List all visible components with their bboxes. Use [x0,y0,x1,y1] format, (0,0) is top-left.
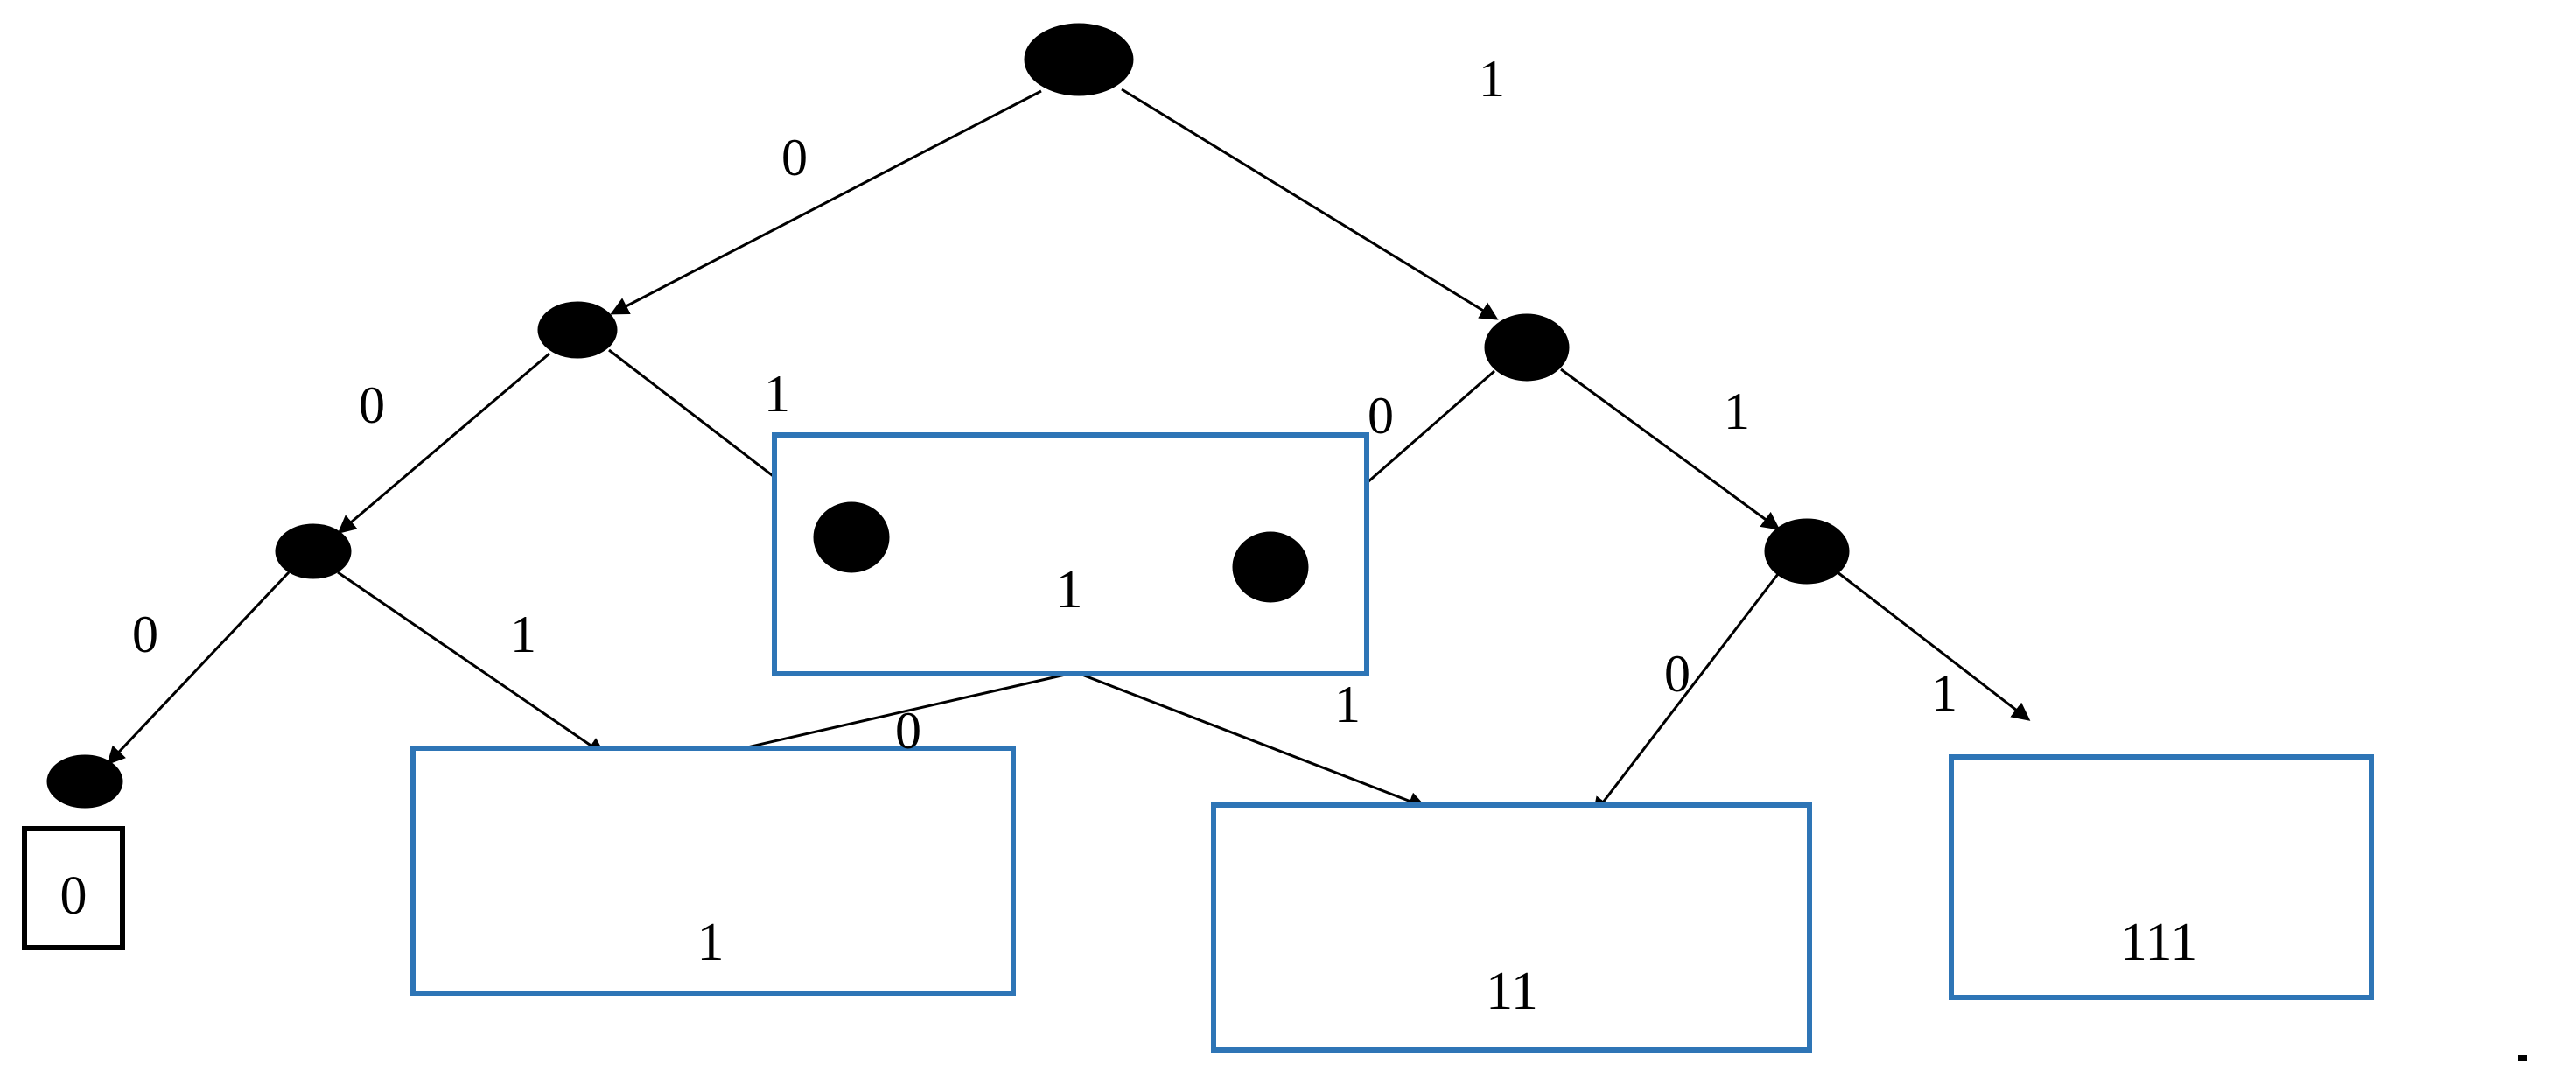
root-node[interactable] [1024,23,1134,96]
box-word-11[interactable] [1211,802,1812,1053]
edge-node11-to-box-111 [1837,571,2031,721]
node-11[interactable] [1764,518,1850,585]
node-01-in-box[interactable] [813,501,890,573]
edge-node1-to-node-10-label: 0 [1368,387,1394,445]
edge-node1-to-node-11-label: 1 [1724,382,1750,440]
nodes-layer [46,23,1850,809]
box-word-1-top-label: 1 [1056,560,1083,620]
box-word-1-label: 1 [697,913,724,972]
edge-node00-to-node-000-label: 0 [132,606,158,663]
box-word-111[interactable] [1949,754,2374,1000]
edge-root-to-node-0 [610,89,1042,315]
node-000-leaf[interactable] [46,754,123,809]
edge-root-to-node-1 [1121,88,1499,320]
node-1[interactable] [1484,313,1570,382]
edge-node0-to-node-01-label: 1 [764,365,790,423]
edge-node11-to-box-11 [1592,573,1780,816]
edge-box1top-to-box-1-label: 0 [895,702,921,760]
box-word-0-label: 0 [60,866,88,926]
edge-box1top-to-box-11 [1079,672,1427,810]
box-word-11-label: 11 [1486,962,1538,1021]
edges-layer [106,88,2031,816]
edge-root-to-node-1-label: 1 [1479,50,1505,108]
edge-node0-to-node-00 [337,352,550,534]
edge-box1top-to-box-11-label: 1 [1334,676,1361,733]
edge-node0-to-node-00-label: 0 [359,376,385,434]
boxes-layer [22,432,2374,1053]
node-00[interactable] [275,523,352,579]
page-corner-mark [2518,1055,2527,1061]
box-word-111-label: 111 [2120,913,2197,972]
edge-node00-to-node-000 [106,571,290,766]
edge-root-to-node-0-label: 0 [781,129,808,186]
edge-node1-to-node-11 [1560,368,1781,530]
edge-node11-to-box-11-label: 0 [1664,645,1690,703]
edge-node00-to-box-1-label: 1 [510,606,536,663]
edge-labels-layer: 0 1 0 1 0 1 0 1 0 1 0 1 [132,50,1957,760]
node-10-in-box[interactable] [1232,531,1309,603]
box-word-1[interactable] [410,746,1016,996]
edge-node11-to-box-111-label: 1 [1931,664,1957,722]
box-word-0[interactable] [22,826,125,950]
edge-node00-to-box-1 [337,571,606,756]
node-0[interactable] [537,301,618,359]
